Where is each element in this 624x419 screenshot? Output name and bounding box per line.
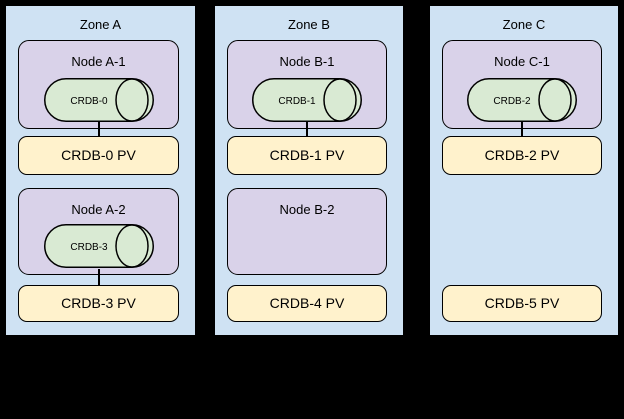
pv-crdb-5: CRDB-5 PV	[442, 285, 602, 322]
node-b2: Node B-2	[227, 188, 387, 275]
crdb-0-cylinder-icon: CRDB-0	[43, 78, 154, 122]
connector-a1-pv	[97, 122, 100, 136]
connector-c1-pv	[521, 122, 523, 136]
zone-b-title: Zone B	[288, 17, 330, 32]
node-a2: Node A-2 CRDB-3	[18, 188, 179, 275]
connector-a2-pv	[97, 269, 100, 285]
zone-a: Zone A Node A-1 CRDB-0 CRDB-0 PV Node A-…	[4, 4, 197, 337]
node-a1-title: Node A-1	[71, 54, 126, 69]
pv-crdb-2: CRDB-2 PV	[442, 136, 602, 175]
crdb-1-cylinder-icon: CRDB-1	[252, 78, 362, 122]
crdb-0-label: CRDB-0	[70, 96, 108, 107]
node-b1: Node B-1 CRDB-1	[227, 40, 387, 129]
crdb-3-label: CRDB-3	[70, 242, 108, 253]
crdb-2-label: CRDB-2	[493, 96, 531, 107]
node-c1-title: Node C-1	[494, 54, 550, 69]
crdb-3-cylinder-icon: CRDB-3	[43, 224, 154, 268]
pv-crdb-3: CRDB-3 PV	[18, 285, 179, 322]
zone-c: Zone C Node C-1 CRDB-2 CRDB-2 PV CRDB-5 …	[428, 4, 620, 337]
zone-a-title: Zone A	[79, 17, 122, 32]
pv-crdb-1: CRDB-1 PV	[227, 136, 387, 175]
crdb-2-cylinder-icon: CRDB-2	[467, 78, 577, 122]
node-a1: Node A-1 CRDB-0	[18, 40, 179, 129]
node-c1: Node C-1 CRDB-2	[442, 40, 602, 129]
node-b1-title: Node B-1	[279, 54, 335, 69]
node-a2-title: Node A-2	[71, 202, 126, 217]
pv-crdb-0: CRDB-0 PV	[18, 136, 179, 175]
zone-c-title: Zone C	[502, 17, 546, 32]
connector-b1-pv	[306, 122, 308, 136]
pv-crdb-4: CRDB-4 PV	[227, 285, 387, 322]
crdb-1-label: CRDB-1	[278, 96, 316, 107]
node-b2-title: Node B-2	[279, 202, 335, 217]
zone-b: Zone B Node B-1 CRDB-1 CRDB-1 PV Node B-…	[213, 4, 405, 337]
